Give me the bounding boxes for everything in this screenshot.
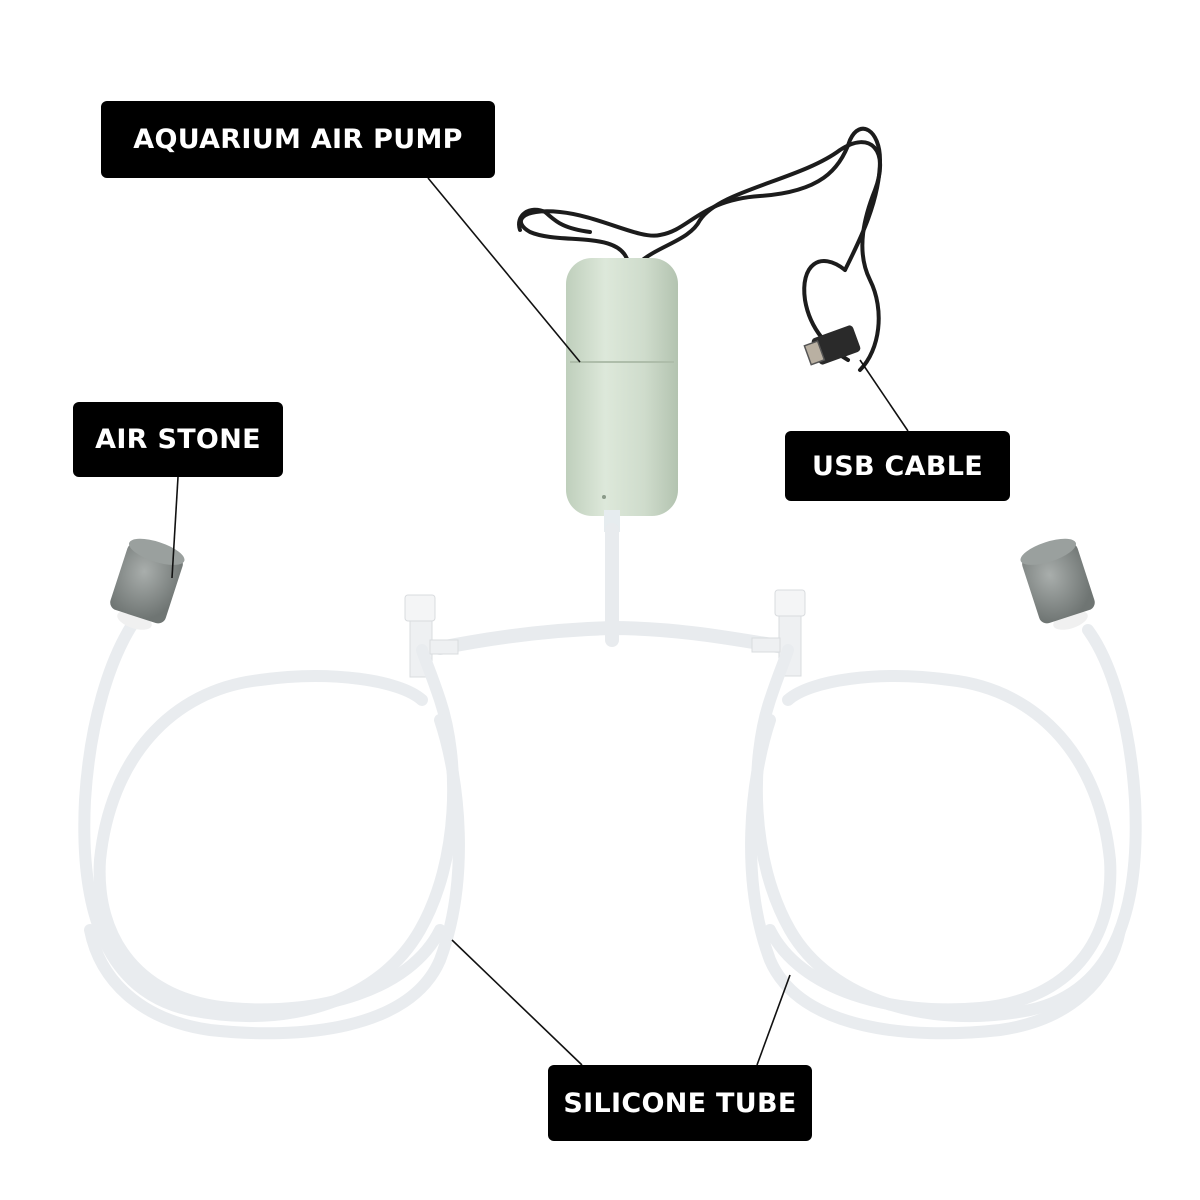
usb-cable-label: USB CABLE: [785, 431, 1010, 501]
tube-leader-line-left: [451, 939, 583, 1066]
left-air-stone: [110, 538, 185, 630]
air-pump: [566, 258, 678, 532]
usb-leader-line: [859, 359, 909, 432]
right-silicone-tube: [745, 624, 1142, 1040]
silicone-tube-label: SILICONE TUBE: [548, 1065, 812, 1141]
pump-leader-line: [427, 177, 581, 363]
t-connector: [433, 523, 797, 655]
tube-leader-line-right: [756, 974, 791, 1066]
leader-lines: [171, 177, 909, 1066]
usb-cable: [517, 126, 883, 372]
air-stone-label: AIR STONE: [73, 402, 283, 477]
left-fitting: [404, 594, 459, 678]
left-silicone-tube: [78, 619, 465, 1040]
stone-leader-line: [171, 476, 179, 579]
air-pump-label: AQUARIUM AIR PUMP: [101, 101, 495, 178]
right-air-stone: [1020, 538, 1095, 630]
usb-plug: [803, 325, 861, 366]
